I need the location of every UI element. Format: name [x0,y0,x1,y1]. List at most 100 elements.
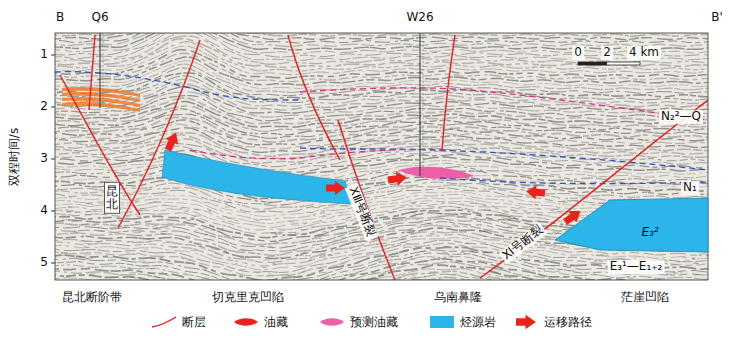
noise [62,219,70,221]
noise [407,230,415,231]
noise [456,261,462,263]
reflector [55,46,708,75]
noise [207,209,210,211]
noise [306,212,314,214]
noise [484,252,490,254]
formation-label: N₁ [681,181,699,195]
noise [269,246,273,247]
formation-label: N₂²—Q [659,110,703,124]
noise [317,235,324,236]
noise [694,274,698,276]
noise [347,217,351,218]
noise [518,207,522,208]
noise [670,264,676,265]
noise [523,262,526,263]
noise [484,209,490,210]
tick [51,263,55,264]
noise [302,205,305,207]
noise [593,273,595,275]
noise [280,204,287,205]
noise [273,263,275,264]
noise [91,225,96,226]
noise [147,238,150,240]
noise [240,269,246,271]
noise [461,216,466,217]
noise [322,216,327,218]
scale-label: 4 km [627,46,661,60]
noise [203,202,209,204]
noise [554,271,560,273]
noise [472,263,480,265]
noise [403,250,408,252]
noise [366,254,374,255]
well-track [100,33,101,108]
noise [71,221,78,223]
noise [410,256,413,258]
noise [628,277,634,279]
noise [332,277,335,279]
tick-label: 2 [40,100,48,114]
noise [288,275,295,277]
noise [298,226,302,228]
legend-text: 烃源岩 [460,314,496,331]
noise [551,265,555,266]
noise [136,253,140,254]
noise [223,252,229,254]
noise [673,272,678,273]
noise [311,226,316,228]
noise [409,230,415,231]
noise [234,219,239,221]
noise [296,255,304,256]
noise [62,217,65,219]
noise [553,232,560,233]
noise [272,263,276,264]
noise [470,249,474,251]
noise [505,218,513,220]
noise [152,225,157,227]
noise [187,260,192,261]
fault-name: Ⅺ号断裂 [499,222,548,264]
noise [166,208,173,210]
noise [461,251,464,252]
noise [504,270,506,271]
noise [411,212,416,214]
noise [136,229,143,230]
noise [275,254,277,255]
noise [266,275,274,277]
reflector [55,135,708,159]
noise [320,240,327,242]
noise [295,233,300,234]
noise [562,229,569,230]
fault [288,35,340,160]
noise [452,224,457,225]
noise [120,226,126,228]
noise [482,205,486,206]
noise [311,247,313,248]
noise [415,218,419,220]
noise [250,239,255,240]
noise [281,275,287,276]
noise [420,251,427,253]
noise [85,214,91,216]
noise [167,222,174,224]
noise [588,258,593,259]
noise [382,239,388,240]
noise [692,259,695,260]
noise [411,258,415,260]
noise [475,217,479,218]
well-log [103,33,104,108]
noise [352,228,355,230]
noise [313,215,316,217]
legend-item: 油藏 [232,313,288,331]
noise [190,217,194,218]
noise [430,234,436,235]
noise [279,230,284,232]
noise [320,221,324,222]
noise [303,225,306,227]
noise [427,223,433,224]
legend-item: 运移路径 [512,313,592,331]
source-rock-body: E₃² [553,196,710,254]
noise [470,203,477,205]
noise [202,277,209,279]
noise [430,271,436,273]
